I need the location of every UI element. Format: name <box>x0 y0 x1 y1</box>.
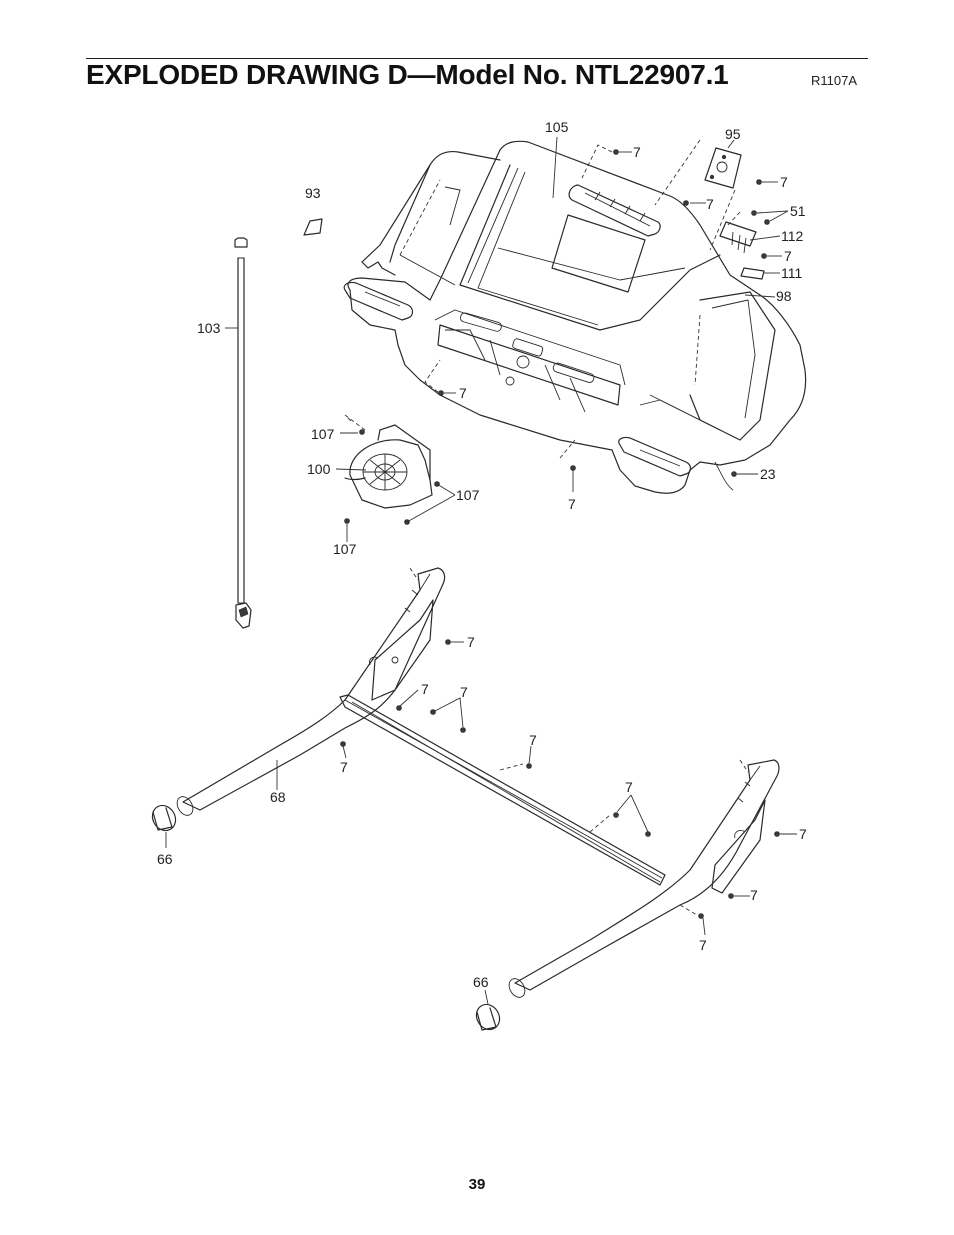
part-103-cord <box>234 237 252 629</box>
callout-7-k: 7 <box>340 759 348 775</box>
keypad-left <box>460 312 595 386</box>
callout-105: 105 <box>545 119 569 135</box>
callout-111: 111 <box>781 265 802 281</box>
header-rule <box>86 58 868 59</box>
part-95-bracket <box>654 139 742 251</box>
callout-7-j: 7 <box>529 732 537 748</box>
callout-labels: 105 95 7 7 7 93 51 112 7 111 98 103 7 10… <box>157 119 807 990</box>
callout-107-c: 107 <box>333 541 357 557</box>
page-number: 39 <box>468 1176 486 1193</box>
callout-66-a: 66 <box>157 851 173 867</box>
callout-7-g: 7 <box>467 634 475 650</box>
callout-100: 100 <box>307 461 331 477</box>
callout-7-l: 7 <box>625 779 633 795</box>
part-112-board <box>719 211 757 254</box>
callout-7-n: 7 <box>750 887 758 903</box>
callout-51: 51 <box>790 203 806 219</box>
callout-93: 93 <box>305 185 321 201</box>
callout-7-a: 7 <box>633 144 641 160</box>
callout-7-d: 7 <box>784 248 792 264</box>
leader-lines <box>165 136 797 1005</box>
page-title: EXPLODED DRAWING D—Model No. NTL22907.1 <box>86 59 729 90</box>
callout-95: 95 <box>725 126 741 142</box>
part-66-endcap-left <box>151 804 177 832</box>
callout-23: 23 <box>760 466 776 482</box>
callout-112: 112 <box>781 228 804 244</box>
part-93-clip <box>303 218 323 236</box>
part-68-upright-frame <box>176 567 780 998</box>
part-100-fan <box>344 414 433 509</box>
callout-7-b: 7 <box>780 174 788 190</box>
callout-7-o: 7 <box>699 937 707 953</box>
callout-7-c: 7 <box>706 196 714 212</box>
part-111-plate <box>740 267 765 280</box>
callout-103: 103 <box>197 320 221 336</box>
console-assembly <box>343 140 807 494</box>
callout-107-b: 107 <box>456 487 480 503</box>
part-66-endcap-right <box>475 1003 501 1031</box>
callout-107-a: 107 <box>311 426 335 442</box>
screw-icons <box>340 149 780 919</box>
callout-98: 98 <box>776 288 792 304</box>
callout-7-e: 7 <box>459 385 467 401</box>
callout-68: 68 <box>270 789 286 805</box>
callout-7-i: 7 <box>460 684 468 700</box>
callout-7-h: 7 <box>421 681 429 697</box>
callout-7-f: 7 <box>568 496 576 512</box>
drawing-reference-code: R1107A <box>811 73 858 88</box>
callout-7-m: 7 <box>799 826 807 842</box>
callout-66-b: 66 <box>473 974 489 990</box>
